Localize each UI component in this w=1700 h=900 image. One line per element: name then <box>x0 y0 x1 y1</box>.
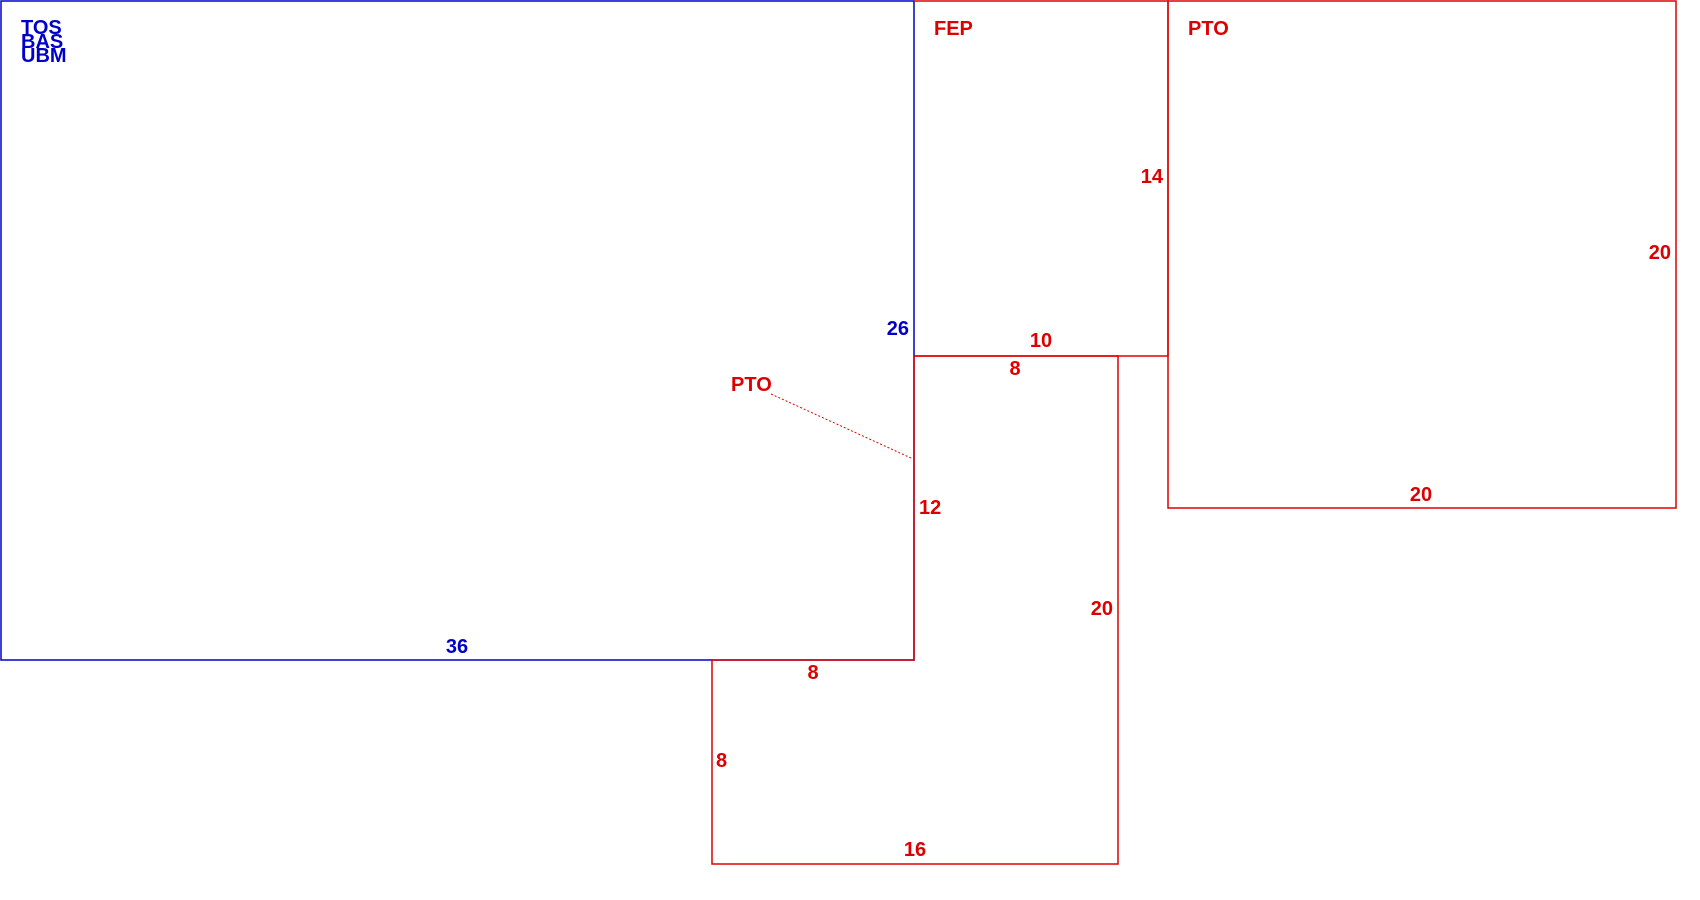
pto-room-outline <box>1167 0 1677 509</box>
pto-leader-line <box>770 393 912 459</box>
pto-room-dim-bottom: 20 <box>1410 484 1432 506</box>
pto-lower-dim-right: 20 <box>1091 598 1113 620</box>
main-area-label-2: BAS <box>21 31 63 53</box>
pto-lower-dim-left-upper: 12 <box>919 497 941 519</box>
pto-room-label: PTO <box>1188 18 1229 40</box>
fep-room-dim-right: 14 <box>1141 166 1164 188</box>
pto-room-dim-right: 20 <box>1649 242 1671 264</box>
fep-room-label: FEP <box>934 18 973 40</box>
pto-lower-outline <box>711 355 1119 865</box>
pto-lower-label: PTO <box>731 374 772 396</box>
main-area-label-1: TOS <box>21 17 62 39</box>
main-area-dim-right: 26 <box>887 318 909 340</box>
pto-lower-dim-notch-top: 8 <box>807 662 818 684</box>
pto-lower-dim-left-lower: 8 <box>716 750 727 772</box>
main-area-label-3: UBM <box>21 45 67 67</box>
fep-room-dim-bottom: 10 <box>1030 330 1052 352</box>
pto-lower-dim-bottom: 16 <box>904 839 926 861</box>
fep-room-outline <box>914 0 1169 357</box>
main-area-outline <box>0 0 915 661</box>
pto-lower-dim-top: 8 <box>1009 358 1020 380</box>
main-area-dim-bottom: 36 <box>446 636 468 658</box>
